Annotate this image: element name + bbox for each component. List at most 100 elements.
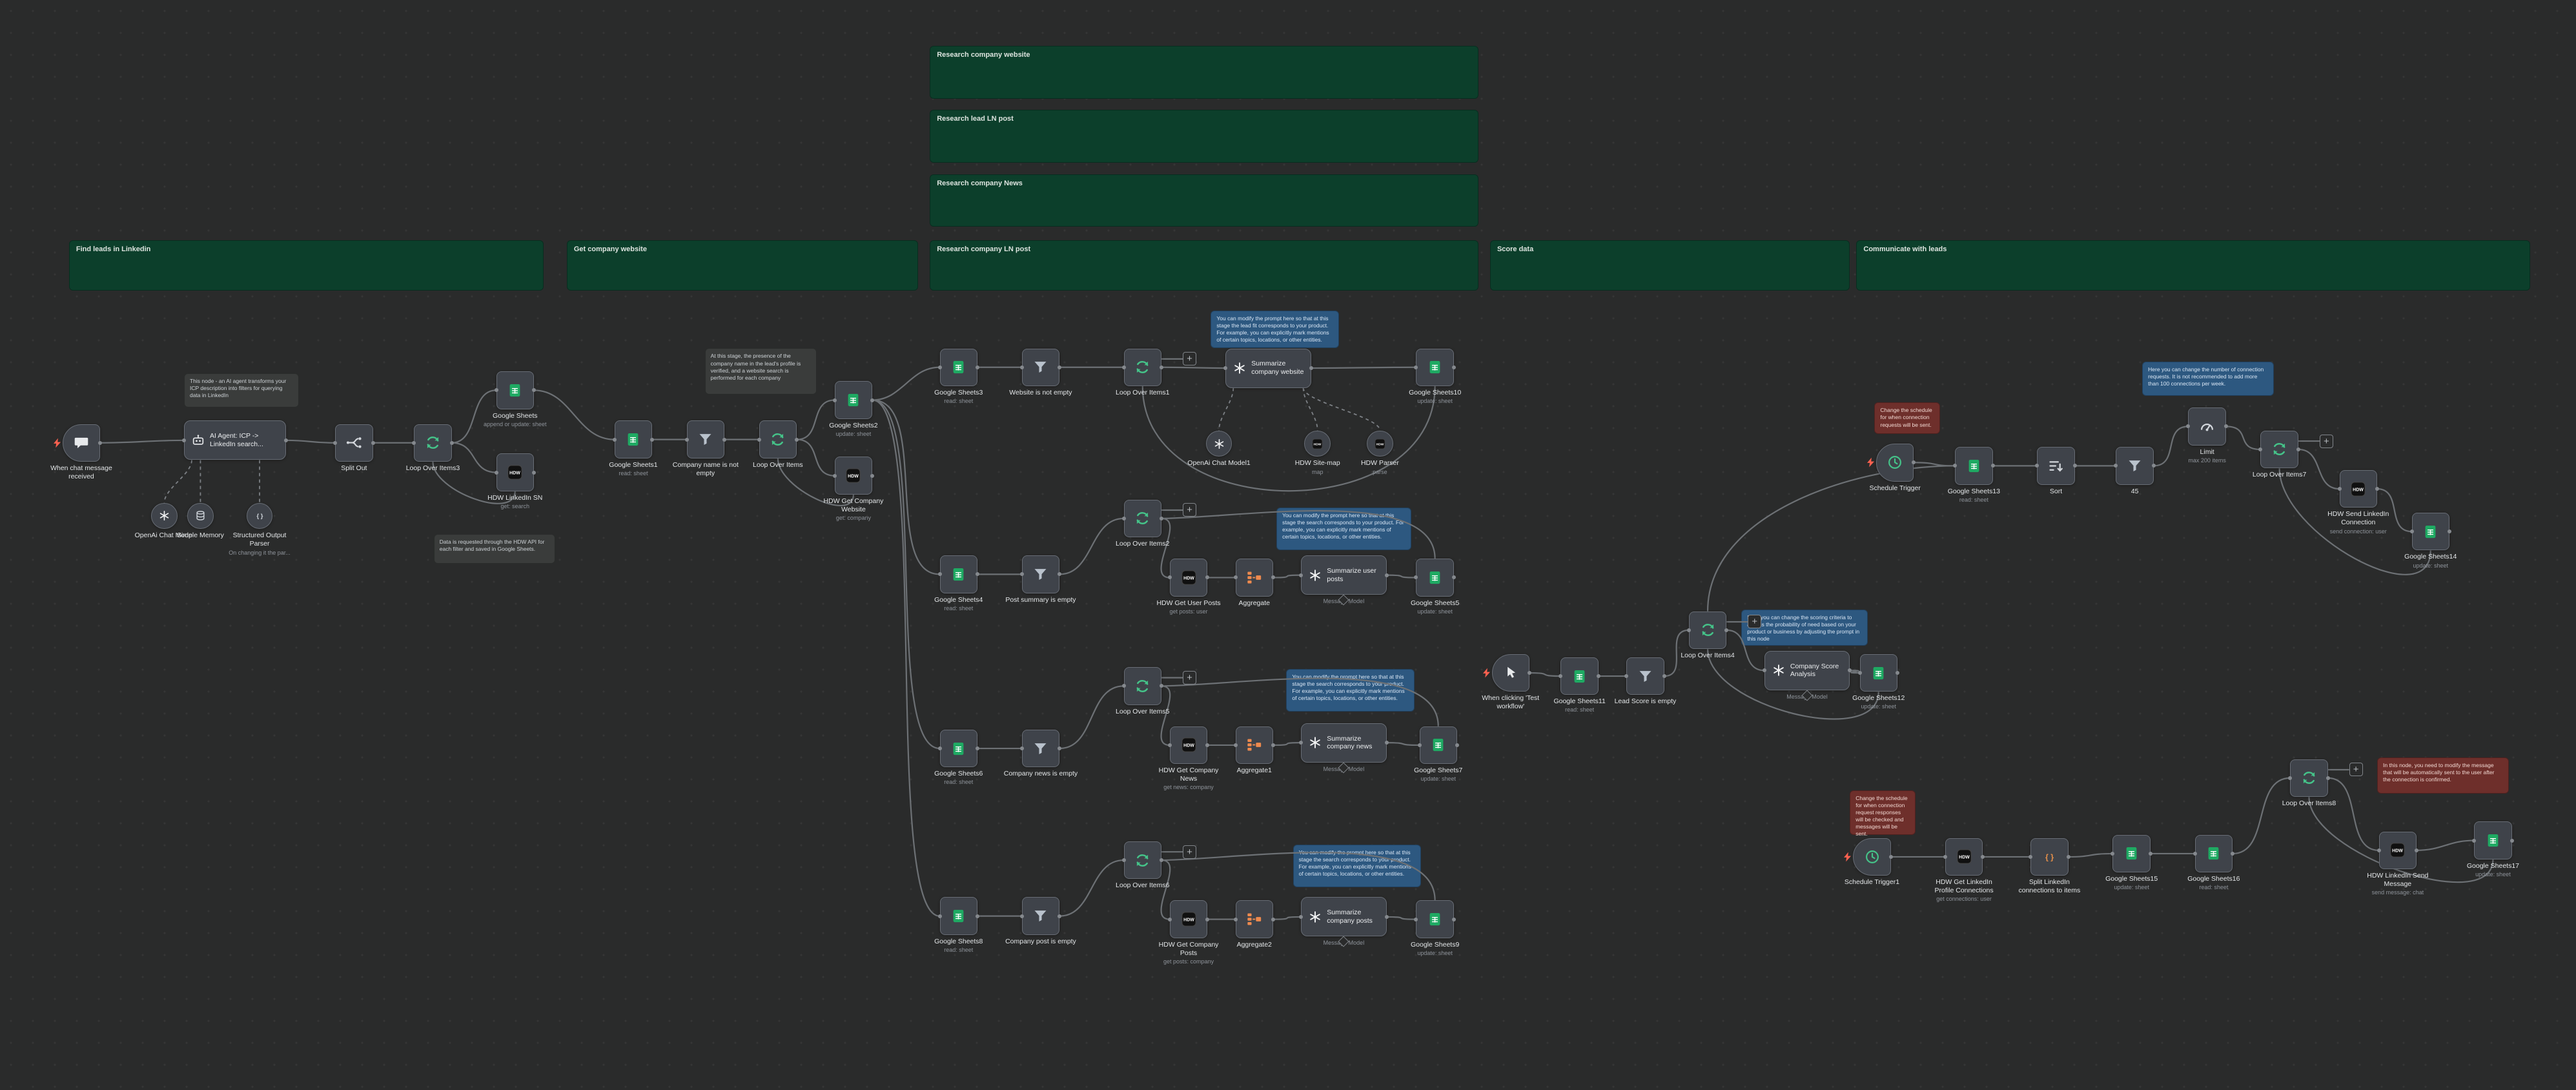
node-aggregate[interactable]: Aggregate [1233, 559, 1275, 607]
sticky-note-note-schedule-messages[interactable]: Change the schedule for when connection … [1850, 790, 1916, 837]
add-node-button[interactable]: + [1748, 615, 1762, 629]
node-simple-memory[interactable]: Simple Memory [177, 502, 224, 539]
node-when-chat-message-received[interactable]: When chat message received [50, 424, 112, 480]
sticky-note-find-leads-in-linkedin[interactable]: Find leads in Linkedin [68, 240, 544, 291]
sticky-note-note-scoring[interactable]: Here you can change the scoring criteria… [1741, 610, 1868, 646]
add-node-button[interactable]: + [1183, 503, 1196, 517]
node-loop-over-items8[interactable]: Loop Over Items8 [2282, 759, 2336, 807]
node-sort[interactable]: Sort [2035, 447, 2077, 495]
node-lead-score-empty[interactable]: Lead Score is empty [1615, 657, 1676, 705]
ai-connector-diamond[interactable] [1801, 690, 1813, 701]
sticky-note-note-ai-agent[interactable]: This node - an AI agent transforms your … [183, 373, 300, 408]
sticky-note-note-prompt-company-posts[interactable]: You can modify the prompt here so that a… [1293, 844, 1422, 888]
node-openai-chat-model[interactable]: OpenAi Chat Model [135, 502, 194, 539]
add-node-button[interactable]: + [2349, 763, 2363, 777]
node-loop-over-items2[interactable]: Loop Over Items2 [1116, 499, 1169, 548]
add-node-button[interactable]: + [1183, 352, 1196, 366]
add-node-button[interactable]: + [2319, 434, 2333, 448]
node-schedule-trigger1[interactable]: Schedule Trigger1 [1844, 838, 1899, 886]
node-loop-over-items3[interactable]: Loop Over Items3 [406, 424, 460, 472]
node-post-summary-empty[interactable]: Post summary is empty [1005, 555, 1076, 604]
node-company-post-empty[interactable]: Company post is empty [1005, 897, 1076, 945]
sticky-note-note-message-edit[interactable]: In this node, you need to modify the mes… [2377, 757, 2509, 794]
node-openai-chat-model1[interactable]: OpenAi Chat Model1 [1187, 430, 1251, 467]
ai-connector-diamond[interactable] [1338, 762, 1349, 774]
node-ai-agent[interactable]: AI Agent: ICP -> LinkedIn search... [182, 420, 288, 460]
sticky-note-note-connection-limit[interactable]: Here you can change the number of connec… [2142, 361, 2274, 396]
node-aggregate2[interactable]: Aggregate2 [1233, 900, 1275, 949]
sticky-note-note-schedule-requests[interactable]: Change the schedule for when connection … [1874, 402, 1941, 434]
sticky-note-note-company-name[interactable]: At this stage, the presence of the compa… [704, 348, 817, 395]
ai-connector-diamond[interactable] [1338, 594, 1349, 606]
node-when-clicking-test-workflow[interactable]: When clicking 'Test workflow' [1482, 653, 1539, 710]
sticky-note-note-prompt-user-posts[interactable]: You can modify the prompt here so that a… [1276, 508, 1411, 551]
add-node-button[interactable]: + [1183, 845, 1196, 859]
sticky-note-research-company-website[interactable]: Research company website [930, 46, 1479, 99]
sticky-note-research-company-news[interactable]: Research company News [930, 174, 1479, 227]
node-loop-over-items1[interactable]: Loop Over Items1 [1116, 348, 1169, 396]
add-node-button[interactable]: + [1183, 670, 1196, 684]
node-label: Google Sheets10 [1409, 389, 1462, 396]
sticky-note-note-prompt-website[interactable]: You can modify the prompt here so that a… [1211, 310, 1339, 349]
node-split-linkedin-connections[interactable]: { }Split LinkedIn connections to items [2018, 838, 2080, 894]
connection-aggregate2-summarize-company-posts [1273, 916, 1302, 920]
sticky-note-note-hdw-api[interactable]: Data is requested through the HDW API fo… [433, 533, 556, 564]
node-filter-45[interactable]: 45 [2114, 447, 2156, 495]
node-company-news-empty[interactable]: Company news is empty [1004, 729, 1078, 777]
node-split-out[interactable]: Split Out [333, 424, 375, 472]
ai-connector-diamond[interactable] [1338, 936, 1349, 947]
node-company-name-not-empty[interactable]: Company name is not empty [673, 420, 739, 477]
node-loop-over-items[interactable]: Loop Over Items [753, 420, 803, 469]
sticky-note-get-company-website[interactable]: Get company website [566, 240, 919, 291]
sort-icon [2047, 457, 2065, 475]
sticky-note-research-lead-ln-post[interactable]: Research lead LN post [930, 110, 1479, 163]
node-schedule-trigger[interactable]: Schedule Trigger [1866, 444, 1921, 492]
node-summarize-company-website[interactable]: Summarize company website [1223, 348, 1313, 388]
sticky-note-note-prompt-news[interactable]: You can modify the prompt here so that a… [1286, 668, 1415, 712]
sticky-note-communicate-with-leads[interactable]: Communicate with leads [1856, 240, 2530, 291]
node-loop-over-items4[interactable]: Loop Over Items4 [1681, 611, 1735, 659]
node-aggregate1[interactable]: Aggregate1 [1233, 726, 1275, 774]
node-loop-over-items6[interactable]: Loop Over Items6 [1116, 841, 1169, 889]
node-website-not-empty[interactable]: Website is not empty [1009, 348, 1072, 396]
node-loop-over-items7[interactable]: Loop Over Items7 [2253, 430, 2306, 478]
sticky-note-score-data[interactable]: Score data [1489, 240, 1850, 291]
sticky-note-research-company-ln-post[interactable]: Research company LN post [930, 240, 1479, 291]
node-loop-over-items5[interactable]: Loop Over Items5 [1116, 667, 1169, 715]
